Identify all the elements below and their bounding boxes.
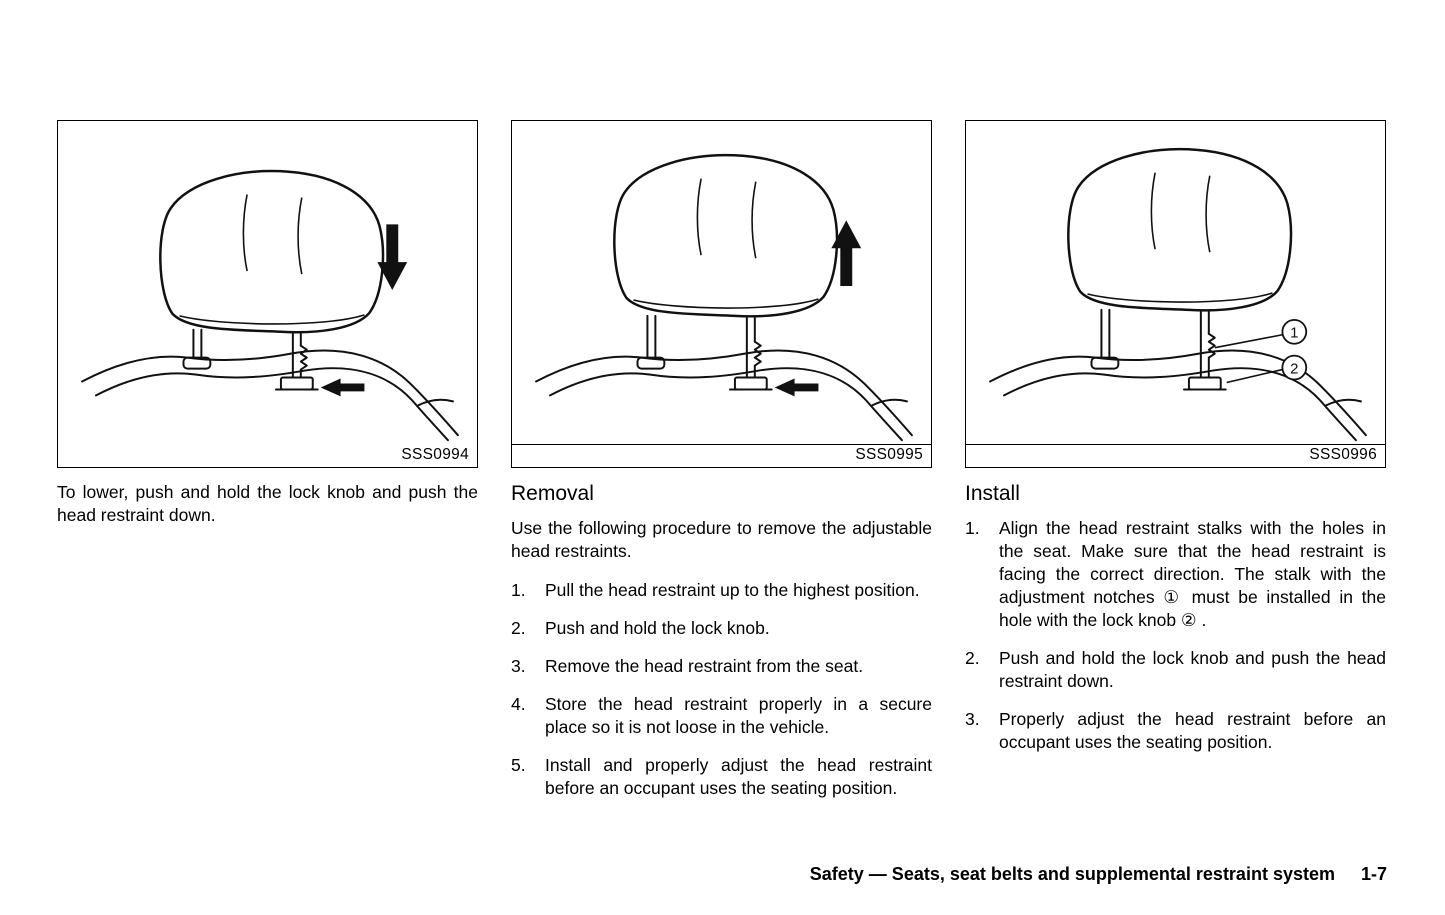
seat-top-lines (989, 349, 1367, 442)
callout-2: 2 (1226, 354, 1308, 384)
text-columns: To lower, push and hold the lock knob an… (57, 481, 1387, 815)
footer-title: Safety — Seats, seat belts and supplemen… (809, 864, 1335, 884)
figure-code: SSS0995 (855, 446, 923, 463)
list-item: 3. Remove the head restraint from the se… (511, 655, 932, 678)
step-text: Push and hold the lock knob and push the… (999, 648, 1386, 691)
removal-intro: Use the following procedure to remove th… (511, 518, 932, 561)
headrest-install-illustration: 1 2 (989, 147, 1367, 442)
removal-heading: Removal (511, 482, 594, 505)
step-number: 2. (965, 648, 980, 668)
step-number: 3. (965, 709, 980, 729)
step-number: 2. (511, 618, 526, 638)
list-item: 1. Pull the head restraint up to the hig… (511, 579, 932, 602)
column-removal: Removal Use the following procedure to r… (511, 481, 932, 815)
list-item: 4. Store the head restraint properly in … (511, 693, 932, 739)
figure-code: SSS0994 (401, 446, 469, 463)
lock-knob-arrow-icon (774, 378, 819, 397)
up-arrow-icon (831, 220, 862, 287)
lock-knob (1187, 376, 1222, 391)
page-number: 1-7 (1360, 864, 1387, 884)
headrest-stalks (1090, 308, 1227, 391)
step-text: Properly adjust the head restraint befor… (999, 709, 1386, 752)
step-number: 4. (511, 694, 526, 714)
lower-caption: To lower, push and hold the lock knob an… (57, 482, 478, 525)
list-item: 1. Align the head restraint stalks with … (965, 517, 1386, 632)
lock-knob (279, 376, 314, 391)
headrest-shape (1067, 147, 1293, 312)
lock-knob-arrow-icon (320, 378, 365, 397)
seat-top-lines (81, 349, 459, 442)
column-install: Install 1. Align the head restraint stal… (965, 481, 1386, 815)
headrest-raise-illustration (535, 153, 913, 442)
step-text: Install and properly adjust the head res… (545, 755, 932, 798)
install-steps-list: 1. Align the head restraint stalks with … (965, 517, 1386, 754)
callout-1-label: 1 (1290, 326, 1298, 342)
headrest-shape (613, 153, 839, 318)
figures-row: SSS0994 (57, 120, 1387, 468)
list-item: 2. Push and hold the lock knob and push … (965, 647, 1386, 693)
list-item: 5. Install and properly adjust the head … (511, 754, 932, 800)
figure-raise-headrest: SSS0995 (511, 120, 932, 468)
figure-lower-headrest: SSS0994 (57, 120, 478, 468)
figure-code: SSS0996 (1309, 446, 1377, 463)
callout-1: 1 (1214, 318, 1308, 349)
step-number: 5. (511, 755, 526, 775)
step-text: Push and hold the lock knob. (545, 618, 770, 638)
step-text: Store the head restraint properly in a s… (545, 694, 932, 737)
step-text: Align the head restraint stalks with the… (999, 518, 1386, 630)
list-item: 2. Push and hold the lock knob. (511, 617, 932, 640)
figure-label-band (512, 444, 931, 467)
page-content: SSS0994 (57, 120, 1387, 815)
seat-top-lines (535, 349, 913, 442)
headrest-stalks (182, 328, 319, 391)
headrest-lower-illustration (81, 169, 459, 442)
removal-steps-list: 1. Pull the head restraint up to the hig… (511, 579, 932, 800)
step-number: 1. (965, 518, 980, 538)
figure-label-band (966, 444, 1385, 467)
list-item: 3. Properly adjust the head restraint be… (965, 708, 1386, 754)
step-number: 3. (511, 656, 526, 676)
column-lower: To lower, push and hold the lock knob an… (57, 481, 478, 815)
step-text: Pull the head restraint up to the highes… (545, 580, 920, 600)
lock-knob (733, 376, 768, 391)
callout-2-label: 2 (1290, 362, 1298, 378)
install-heading: Install (965, 482, 1020, 505)
headrest-stalks (636, 314, 773, 391)
down-arrow-icon (377, 224, 408, 291)
figure-install-headrest: 1 2 SSS0996 (965, 120, 1386, 468)
headrest-shape (159, 169, 385, 334)
footer: Safety — Seats, seat belts and supplemen… (57, 864, 1387, 885)
step-text: Remove the head restraint from the seat. (545, 656, 864, 676)
step-number: 1. (511, 580, 526, 600)
